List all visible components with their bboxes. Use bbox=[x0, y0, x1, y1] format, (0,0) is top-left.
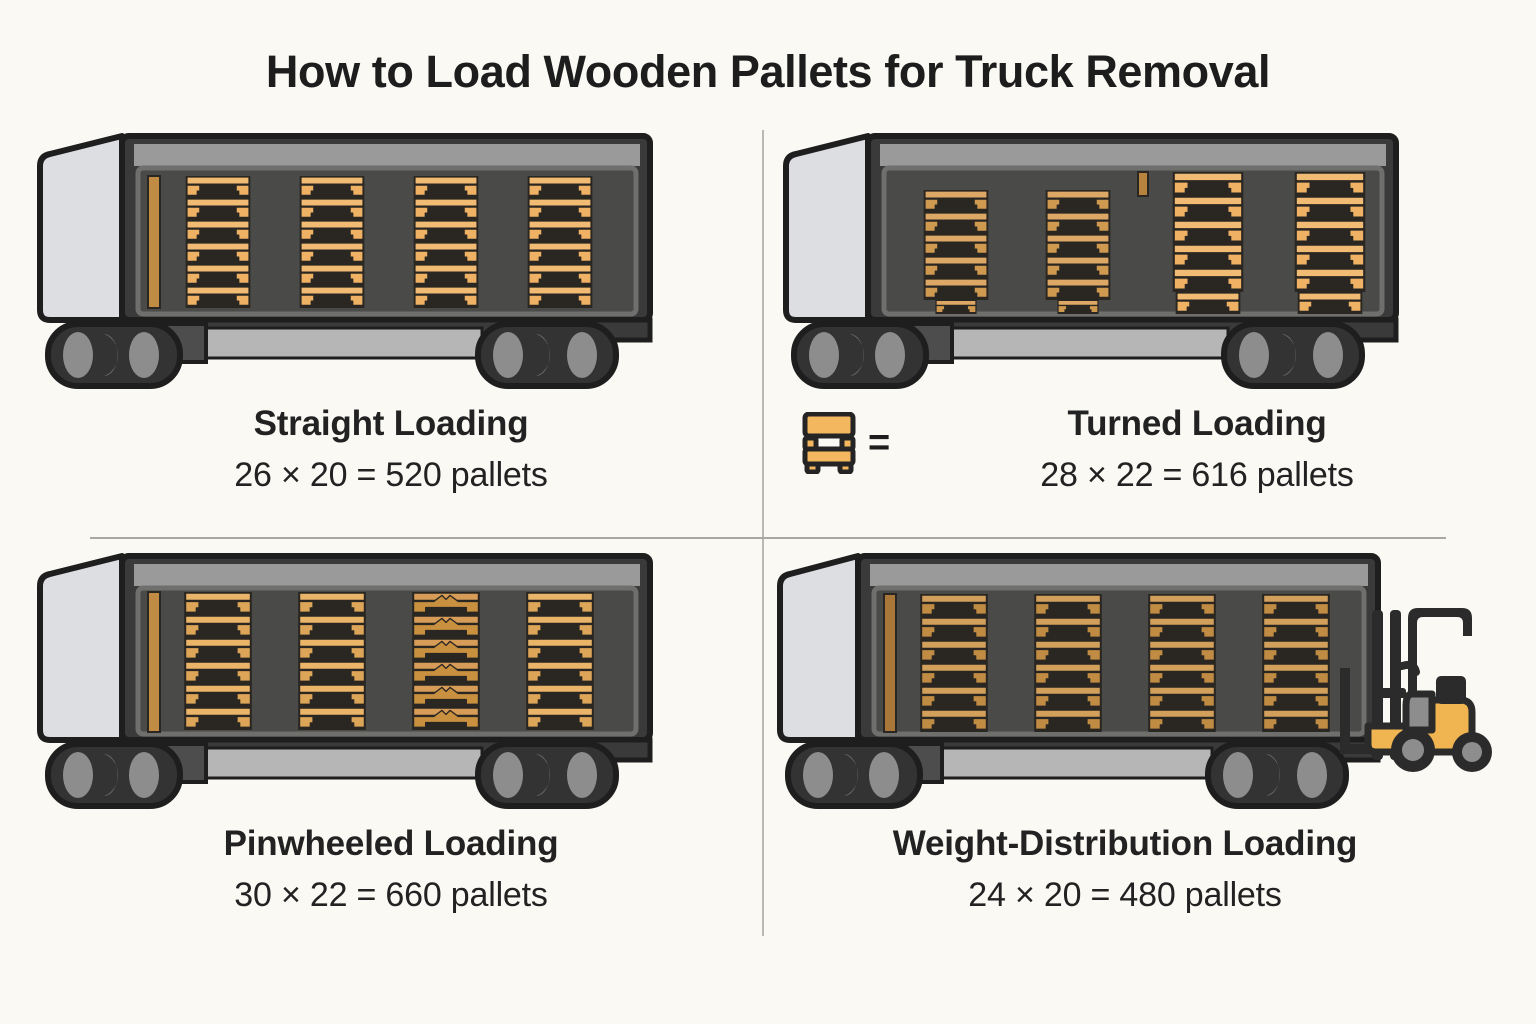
pallet-stack-group bbox=[883, 593, 1331, 733]
panel-weight-distribution-loading: Weight-Distribution Loading 24 × 20 = 48… bbox=[772, 548, 1502, 968]
pallet-column-pinwheeled bbox=[411, 592, 481, 730]
wheel-group-front bbox=[45, 741, 183, 809]
trailer-body bbox=[119, 133, 653, 323]
truck-cab bbox=[783, 133, 871, 323]
truck-illustration-pinwheeled bbox=[26, 548, 756, 820]
page-title: How to Load Wooden Pallets for Truck Rem… bbox=[265, 46, 1271, 97]
caption-pinwheeled-loading: Pinwheeled Loading 30 × 22 = 660 pallets bbox=[26, 826, 756, 912]
count-turned-loading: 28 × 22 = 616 pallets bbox=[1040, 456, 1354, 494]
pallet-icon bbox=[802, 412, 856, 474]
wheel-group-front bbox=[791, 321, 929, 389]
wheel-group-rear bbox=[475, 741, 619, 809]
equals-sign: = bbox=[868, 422, 891, 464]
pallet-stack-group bbox=[147, 175, 594, 309]
caption-turned-loading: Turned Loading 28 × 22 = 616 pallets bbox=[892, 406, 1502, 492]
panel-turned-loading: = Turned Loading 28 × 22 = 616 pallets bbox=[772, 128, 1502, 548]
count-pinwheeled-loading: 30 × 22 = 660 pallets bbox=[234, 876, 548, 914]
legend-pallet-equals: = bbox=[802, 412, 890, 474]
truck-cab bbox=[37, 133, 125, 323]
divider-horizontal bbox=[90, 537, 1446, 539]
trailer-body bbox=[119, 553, 653, 743]
truck-cab bbox=[37, 553, 125, 743]
pallet-stack-group-right bbox=[1137, 171, 1367, 314]
label-weight-distribution-loading: Weight-Distribution Loading bbox=[892, 824, 1358, 863]
wheel-group-rear bbox=[1221, 321, 1365, 389]
wheel-group-rear bbox=[475, 321, 619, 389]
pallet-stack-group bbox=[147, 591, 595, 733]
forklift-icon bbox=[1340, 608, 1492, 772]
label-pinwheeled-loading: Pinwheeled Loading bbox=[223, 824, 559, 863]
divider-vertical bbox=[762, 130, 764, 936]
label-straight-loading: Straight Loading bbox=[253, 404, 529, 443]
caption-weight-distribution-loading: Weight-Distribution Loading 24 × 20 = 48… bbox=[760, 826, 1490, 912]
count-weight-distribution-loading: 24 × 20 = 480 pallets bbox=[968, 876, 1282, 914]
truck-illustration-turned bbox=[772, 128, 1502, 400]
wheel-group-rear bbox=[1205, 741, 1349, 809]
truck-illustration-weight-distribution bbox=[772, 548, 1502, 820]
wheel-group-front bbox=[785, 741, 923, 809]
label-turned-loading: Turned Loading bbox=[1067, 404, 1327, 443]
count-straight-loading: 26 × 20 = 520 pallets bbox=[234, 456, 548, 494]
truck-cab bbox=[777, 553, 861, 743]
caption-straight-loading: Straight Loading 26 × 20 = 520 pallets bbox=[26, 406, 756, 492]
wheel-group-front bbox=[45, 321, 183, 389]
panel-straight-loading: Straight Loading 26 × 20 = 520 pallets bbox=[26, 128, 756, 548]
truck-illustration-straight bbox=[26, 128, 756, 400]
panel-pinwheeled-loading: Pinwheeled Loading 30 × 22 = 660 pallets bbox=[26, 548, 756, 968]
